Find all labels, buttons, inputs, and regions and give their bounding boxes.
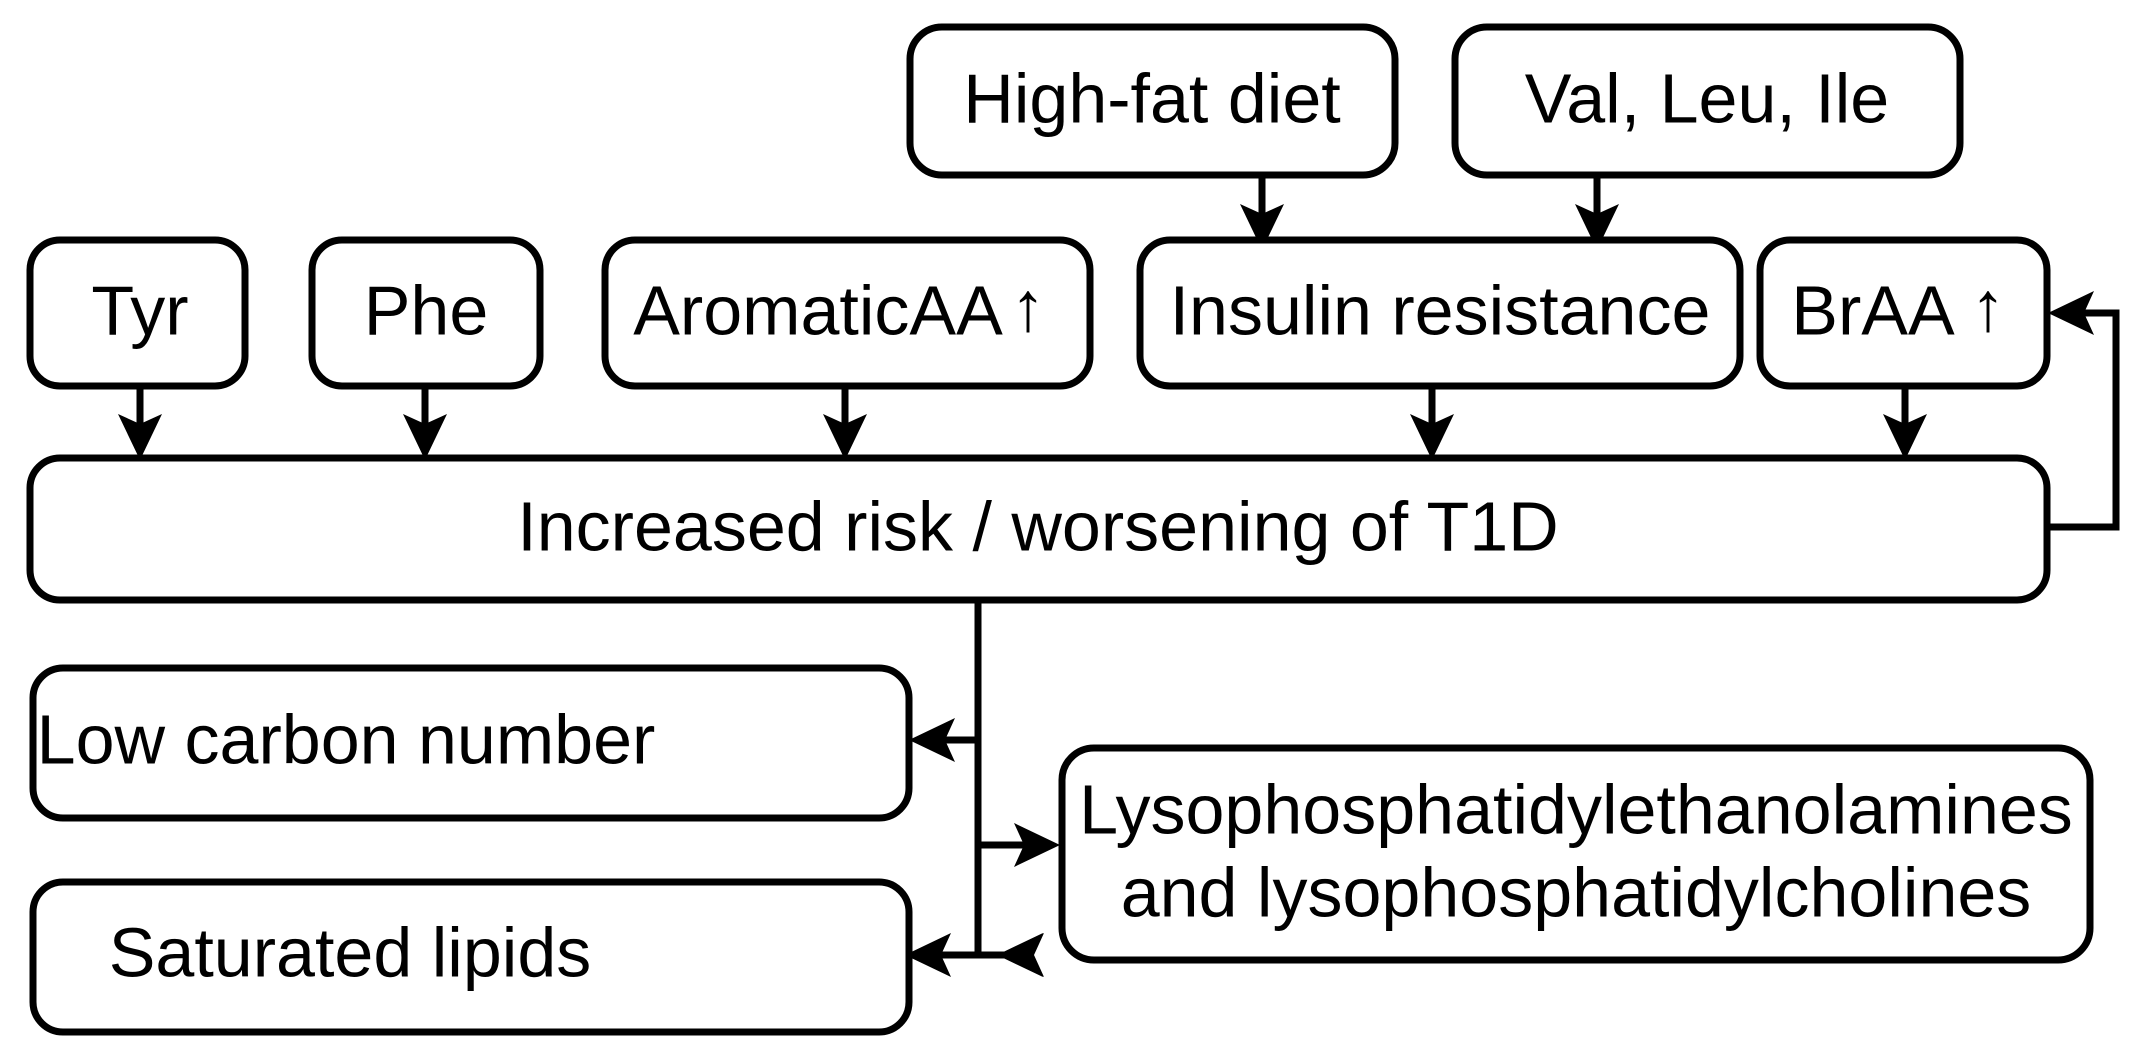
edge-t1d-feedback-to-braa (2047, 291, 2120, 531)
edge-phe-to-t1d (403, 385, 447, 460)
saturated-lipids-box[interactable] (29, 878, 913, 1036)
node-low-carbon-number[interactable]: Low carbon number (29, 664, 913, 822)
low-carbon-number-label: Low carbon number (37, 700, 656, 778)
branched-amino-acids-label: Val, Leu, Ile (1525, 59, 1890, 137)
node-high-fat-diet[interactable]: High-fat diet (906, 23, 1399, 179)
edge-valleuile-to-insulinresistance (1575, 175, 1619, 250)
high-fat-diet-box[interactable] (906, 23, 1399, 179)
edge-tyr-to-t1d (118, 385, 162, 460)
braa-box[interactable] (1756, 236, 2051, 390)
saturated-lipids-label: Saturated lipids (109, 913, 592, 991)
insulin-resistance-label: Insulin resistance (1170, 271, 1711, 349)
node-braa[interactable]: BrAA ↑ (1756, 236, 2051, 390)
edge-highfatdiet-to-insulinresistance (1240, 175, 1284, 250)
lyso-label-line2: and lysophosphatidylcholines (1121, 853, 2032, 931)
lyso-box[interactable] (1058, 744, 2094, 964)
edge-trunk-to-lowcarbonnumber (909, 718, 978, 762)
t1d-risk-label: Increased risk / worsening of T1D (517, 487, 1558, 565)
tyr-label: Tyr (91, 271, 188, 349)
edge-insulinresistance-to-t1d (1410, 385, 1454, 460)
node-t1d-risk[interactable]: Increased risk / worsening of T1D (26, 454, 2051, 604)
aromatic-aa-box[interactable] (601, 236, 1094, 390)
phe-box[interactable] (308, 236, 544, 390)
branched-amino-acids-box[interactable] (1451, 23, 1964, 179)
node-phe[interactable]: Phe (308, 236, 544, 390)
edge-trunk-to-lyso (978, 823, 1060, 867)
node-insulin-resistance[interactable]: Insulin resistance (1136, 236, 1744, 390)
braa-up-arrow-icon: ↑ (1971, 267, 2006, 345)
node-lyso[interactable]: Lysophosphatidylethanolamines and lysoph… (1058, 744, 2094, 964)
low-carbon-number-box[interactable] (29, 664, 913, 822)
edge-aromaticaa-to-t1d (823, 385, 867, 460)
phe-label: Phe (364, 271, 489, 349)
insulin-resistance-box[interactable] (1136, 236, 1744, 390)
node-aromatic-aa[interactable]: AromaticAA ↑ (601, 236, 1094, 390)
edge-braa-to-t1d (1883, 385, 1927, 460)
aromatic-aa-label: AromaticAA (633, 271, 1003, 349)
lyso-label-line1: Lysophosphatidylethanolamines (1079, 770, 2073, 848)
edge-trunk-to-saturatedlipids-line (905, 933, 978, 977)
edge-trunk-to-saturatedlipids-inbound (978, 933, 1044, 977)
high-fat-diet-label: High-fat diet (963, 59, 1340, 137)
braa-label: BrAA (1791, 271, 1955, 349)
node-branched-amino-acids[interactable]: Val, Leu, Ile (1451, 23, 1964, 179)
node-tyr[interactable]: Tyr (26, 236, 249, 390)
node-saturated-lipids[interactable]: Saturated lipids (29, 878, 913, 1036)
tyr-box[interactable] (26, 236, 249, 390)
aromatic-aa-up-arrow-icon: ↑ (1011, 267, 1046, 345)
t1d-risk-box[interactable] (26, 454, 2051, 604)
